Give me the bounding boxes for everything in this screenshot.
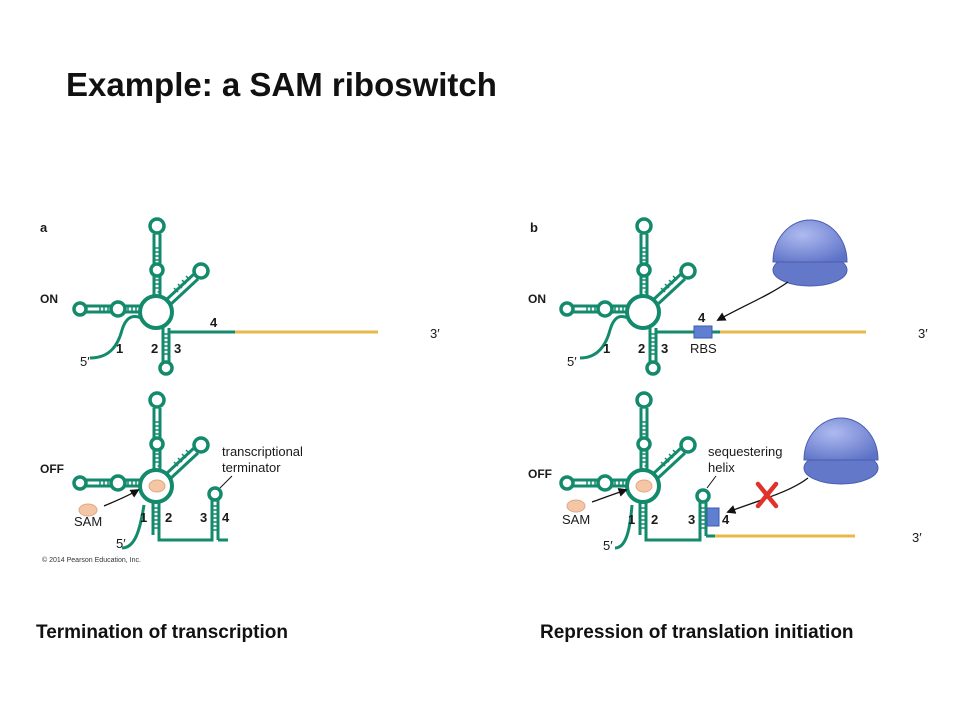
panel-b-on-number-3: 3 <box>661 341 668 356</box>
panel-b-off-free-sam-icon <box>566 499 586 513</box>
panel-a-terminator-label-line2: terminator <box>222 460 281 475</box>
panel-a-on-number-3: 3 <box>174 341 181 356</box>
panel-a-sam-label: SAM <box>74 514 102 529</box>
panel-b-on-number-2: 2 <box>638 341 645 356</box>
panel-b-on-number-1: 1 <box>603 341 610 356</box>
panel-b-letter: b <box>530 220 538 235</box>
panel-b-off-ribosome-arrow <box>726 477 809 514</box>
panel-b-off-5prime-label: 5′ <box>603 538 613 553</box>
panel-a-off-free-sam-icon <box>78 503 98 517</box>
panel-a-off-5prime-label: 5′ <box>116 536 126 551</box>
panel-a-off-number-1: 1 <box>140 510 147 525</box>
panel-b-off-rbs-box <box>706 507 720 527</box>
panel-b-off-number-3: 3 <box>688 512 695 527</box>
panel-b-on-rbs-box <box>693 325 713 339</box>
panel-b-on-3prime-label: 3′ <box>918 326 928 341</box>
panel-b-on-ribosome-icon <box>772 219 848 287</box>
panel-a-on-number-4: 4 <box>210 315 218 330</box>
panel-a-on-riboswitch <box>72 217 210 330</box>
panel-b-on-ribosome-arrow <box>716 281 789 321</box>
panel-a-off-5prime-strand <box>121 504 146 550</box>
panel-a-off-number-3: 3 <box>200 510 207 525</box>
panel-b-sam-arrow <box>591 487 628 503</box>
panel-a-on-5prime-label: 5′ <box>80 354 90 369</box>
panel-b-on-5prime-label: 5′ <box>567 354 577 369</box>
panel-b-sequestering-label-line2: helix <box>708 460 735 475</box>
panel-b-off-bound-sam-icon <box>635 479 653 493</box>
panel-b-on-number-4: 4 <box>698 310 706 325</box>
panel-a-on-5prime-strand <box>89 315 143 360</box>
panel-b-off-5prime-strand <box>614 504 634 550</box>
panel-b-off-3prime-label: 3′ <box>912 530 922 545</box>
block-x-icon <box>755 481 779 509</box>
caption-termination: Termination of transcription <box>36 622 288 643</box>
panel-a-off-number-2: 2 <box>165 510 172 525</box>
slide-title: Example: a SAM riboswitch <box>66 66 497 103</box>
panel-a-letter: a <box>40 220 48 235</box>
panel-b-off-ribosome-icon <box>803 417 879 485</box>
panel-a-on-number-2: 2 <box>151 341 158 356</box>
panel-b-off-number-1: 1 <box>628 512 635 527</box>
panel-b-rbs-label: RBS <box>690 341 717 356</box>
panel-a-on-number-1: 1 <box>116 341 123 356</box>
panel-b-off-number-2: 2 <box>651 512 658 527</box>
panel-b-off-label: OFF <box>528 467 552 481</box>
riboswitch-figure: a ON OFF 5′ 3′ 1 2 3 4 SAM 5′ 1 2 3 4 tr… <box>40 217 928 564</box>
panel-a-off-label: OFF <box>40 462 64 476</box>
panel-a-off-bound-sam-icon <box>148 479 166 493</box>
panel-a-sam-arrow <box>103 489 140 507</box>
copyright-text: © 2014 Pearson Education, Inc. <box>42 556 141 564</box>
panel-a-off-riboswitch <box>72 391 210 504</box>
panel-b-sam-label: SAM <box>562 512 590 527</box>
panel-a-off-number-4: 4 <box>222 510 230 525</box>
panel-a-on-3prime-label: 3′ <box>430 326 440 341</box>
panel-b-sequestering-label-line1: sequestering <box>708 444 782 459</box>
panel-b-off-number-4: 4 <box>722 512 730 527</box>
caption-repression: Repression of translation initiation <box>540 622 854 643</box>
panel-b-on-5prime-strand <box>579 315 630 360</box>
panel-b-on-label: ON <box>528 292 546 306</box>
panel-a-on-label: ON <box>40 292 58 306</box>
panel-b-off-riboswitch <box>559 391 697 504</box>
panel-a-terminator-label-line1: transcriptional <box>222 444 303 459</box>
panel-b-on-riboswitch <box>559 217 697 330</box>
